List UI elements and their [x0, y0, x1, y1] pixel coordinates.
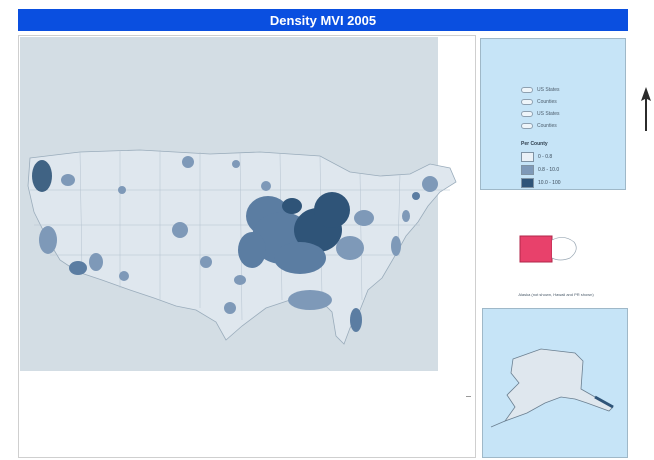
- north-arrow-icon: [641, 87, 651, 131]
- legend-panel: US States Counties US States Counties Pe…: [480, 38, 626, 190]
- legend-line-icon: [521, 111, 533, 117]
- legend-line-icon: [521, 99, 533, 105]
- us-density-map[interactable]: [20, 130, 470, 360]
- inset-caption: Alaska (not shown, Hawaii and PR shown): [518, 292, 594, 297]
- legend-class: 0 - 0.8: [521, 152, 552, 162]
- legend-line-icon: [521, 123, 533, 129]
- legend-swatch: [521, 152, 534, 162]
- legend-heading: Per County: [521, 141, 548, 147]
- alaska-inset-map: [490, 348, 614, 428]
- alaska-inset[interactable]: [482, 308, 628, 458]
- legend-swatch: [521, 165, 534, 175]
- axis-tick: [466, 396, 471, 397]
- density-clusters: [32, 156, 438, 332]
- legend-swatch: [521, 178, 534, 188]
- legend-item: Counties: [521, 123, 557, 129]
- legend-item: US States: [521, 111, 560, 117]
- legend-line-icon: [521, 87, 533, 93]
- legend-class: 0.8 - 10.0: [521, 165, 559, 175]
- legend-item: US States: [521, 87, 560, 93]
- legend-item: Counties: [521, 99, 557, 105]
- map-title: Density MVI 2005: [18, 9, 628, 31]
- scale-bar-icon: [519, 235, 577, 263]
- legend-class: 10.0 - 100: [521, 178, 561, 188]
